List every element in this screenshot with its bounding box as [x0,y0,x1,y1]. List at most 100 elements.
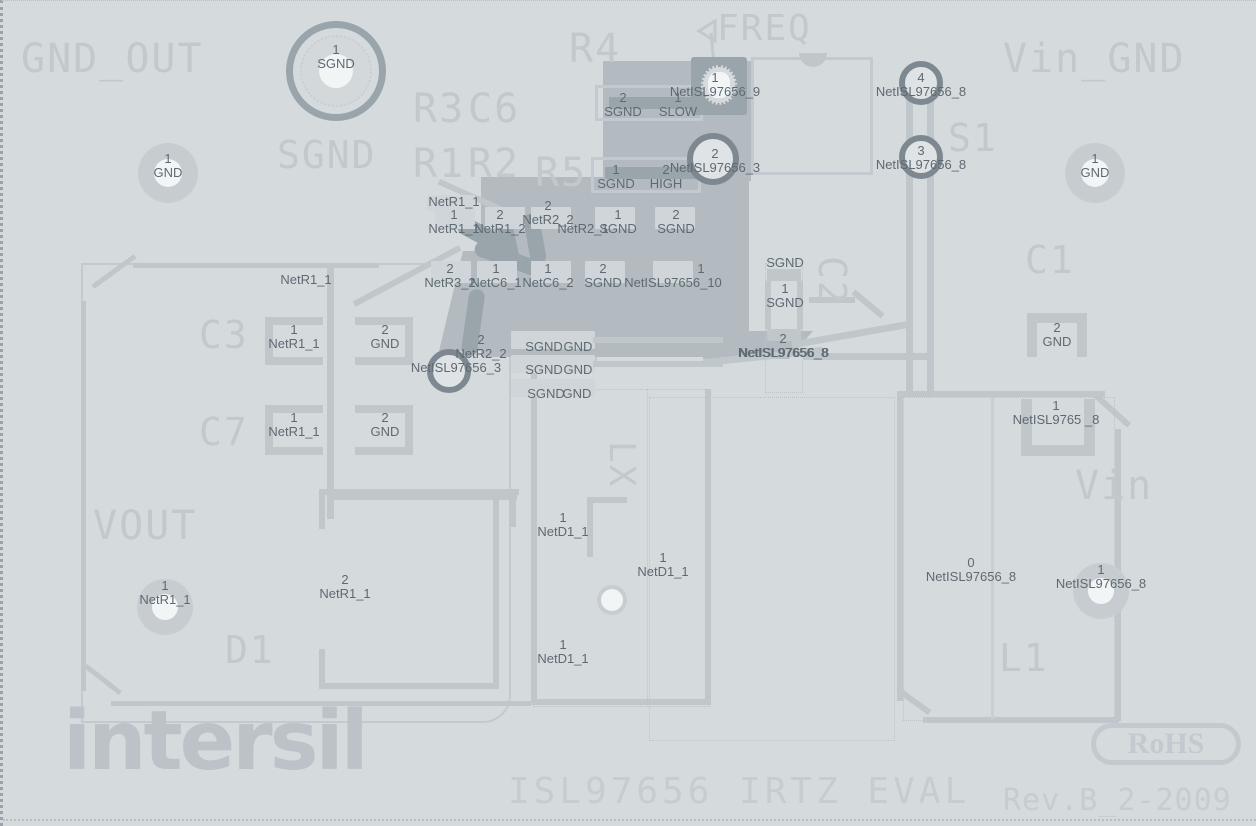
net-label-vout: 1 NetR1_1 [139,578,191,608]
net-label-isl8-center: NetISL97656_8 [738,345,830,360]
pad-r3-2 [431,261,471,283]
silk-r2: R2 [468,141,521,187]
c7-pad-left-side [265,405,273,455]
net-label-s1-pin3: 3 NetISL97656_8 [875,143,967,173]
pad-r2-1 [531,207,571,229]
pad-sgnd-strip-3 [511,379,595,397]
net-label-gnd-left: 1 GND [153,151,183,181]
c3-pad-left-side [265,317,273,365]
ic-pin1-notch [799,53,827,67]
overlap-label-sgnd-3: SGND [527,386,565,401]
d1-outline-right [493,489,499,689]
c3-pad-right-side [405,317,413,365]
c2-pad-1 [767,269,801,281]
net-label-vin: 1 NetISL97656_8 [1055,562,1147,592]
pad-c6-2 [531,261,571,283]
vin-keepout [903,397,1115,721]
c1-pad-top-left [1027,313,1037,357]
track-sgnd-strip-out-1 [593,337,723,343]
net-label-sgnd-large: 1 SGND [317,42,355,72]
track-s1-vert-2 [927,97,934,397]
silk-l1: L1 [999,636,1049,680]
c7-pad-left-top [265,405,323,413]
through-hole-gnd-left[interactable] [138,143,198,203]
c7-pad-right-bot [355,447,413,455]
silk-vin: Vin [1075,463,1154,509]
through-hole-s1-pin3[interactable] [899,135,943,179]
silk-c3: C3 [199,313,249,357]
track-left-feed-h [327,493,517,500]
track-left-feed-h2 [509,493,516,527]
c3-pad-left-bot [265,357,323,365]
c2-pad-outline-l [765,281,771,329]
silk-c6: C6 [468,86,521,132]
pad-r1-lead [427,195,475,211]
c2-pad-outline-r [797,281,803,329]
vin-copper-top [897,391,1105,397]
silk-freq: FREQ [717,8,812,49]
c3-pad-right-top [355,317,413,325]
d1-outline-bottom [319,683,499,689]
vin-copper-left [897,391,903,701]
through-hole-s1-pin4[interactable] [899,61,943,105]
silk-lx: LX [601,441,642,489]
vout-inner-notch-top [319,489,325,523]
lx-via [597,585,627,615]
c3-pad-left-top [265,317,323,325]
net-label-isl-3-lower: NetISL97656_3 [410,360,502,375]
c7-pad-left-bot [265,447,323,455]
through-hole-isl-9[interactable] [701,65,737,105]
net-label-r1-1-upperleft: NetR1_1 [280,272,332,287]
overlap-label-sgnd-1: SGND [525,339,563,354]
center-bottom-region [649,397,895,741]
overlap-label-gnd-1: GND [563,339,593,354]
vout-copper-edge-left [81,301,86,691]
through-hole-sgnd-large-inner[interactable] [300,35,372,107]
through-hole-gnd-right[interactable] [1065,143,1125,203]
through-hole-isl-3-lower[interactable] [427,349,471,393]
silk-vout: VOUT [93,503,198,549]
c1-pad-top-bar [1027,313,1087,323]
pad-r1-2 [485,207,525,229]
silk-c2: C2 [810,256,854,306]
vin-split-line [991,397,994,719]
net-label-isl-3: 2 NetISL97656_3 [669,146,761,176]
c7-pad-right-side [405,405,413,455]
silk-r5: R5 [535,150,588,196]
board-revision: Rev.B_2-2009 [1003,783,1232,818]
pad-c6-1 [477,261,517,283]
pad-isl-10 [653,261,693,283]
through-hole-vin[interactable] [1073,563,1129,619]
net-label-isl-9: 1 NetISL97656_9 [669,70,761,100]
through-hole-isl-3[interactable] [687,133,739,185]
pad-sgnd-cluster [585,261,625,283]
silk-c1: C1 [1025,238,1075,282]
vout-copper-edge-top [133,263,379,268]
c7-pad-right-top [355,405,413,413]
silk-gnd-out: GND_OUT [21,36,204,82]
through-hole-sgnd-large[interactable] [286,21,386,121]
silk-s1: S1 [948,116,998,160]
through-hole-vout[interactable] [137,579,193,635]
overlap-label-gnd-2: GND [563,362,593,377]
l1-pad-right [1084,399,1095,455]
silk-d1: D1 [225,628,275,672]
vout-copper-edge-bottom [111,701,531,706]
